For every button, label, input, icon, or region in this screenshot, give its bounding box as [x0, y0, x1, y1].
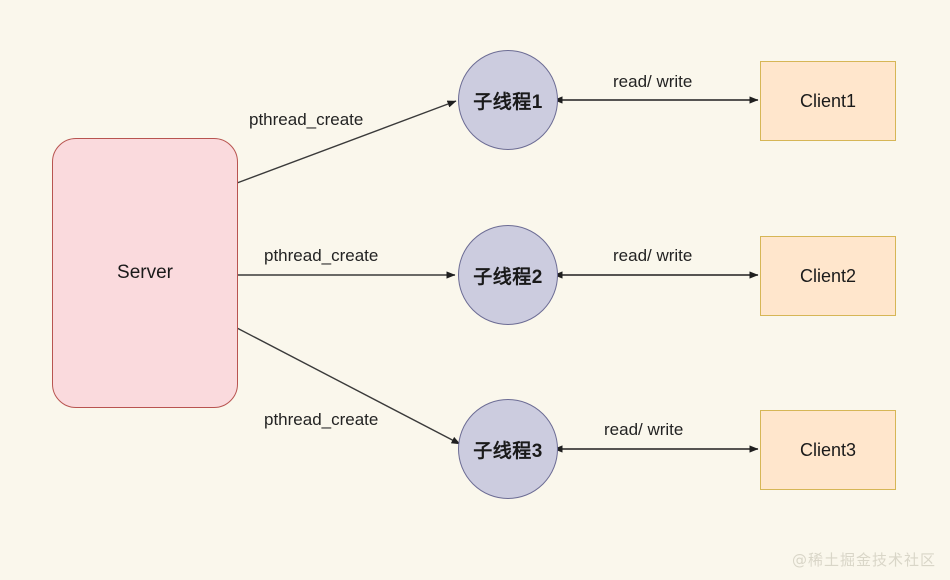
node-thread-3-label: 子线程3 [473, 440, 543, 462]
edge-label-pthread-create-2: pthread_create [264, 246, 379, 265]
node-client-3-label: Client3 [799, 439, 857, 460]
node-thread-1[interactable]: 子线程1 [458, 50, 558, 150]
node-client-1[interactable]: Client1 [760, 61, 896, 141]
node-server-label: Server [117, 262, 173, 283]
edge-label-read-write-3: read/ write [604, 420, 684, 439]
edge-label-pthread-create-3: pthread_create [264, 410, 379, 429]
node-thread-3[interactable]: 子线程3 [458, 399, 558, 499]
watermark: @稀土掘金技术社区 [791, 551, 936, 569]
node-thread-2[interactable]: 子线程2 [458, 225, 558, 325]
edge-label-pthread-create-1: pthread_create [249, 110, 364, 129]
node-client-2-label: Client2 [799, 265, 857, 286]
node-client-3[interactable]: Client3 [760, 410, 896, 490]
node-client-2[interactable]: Client2 [760, 236, 896, 316]
node-thread-1-label: 子线程1 [473, 91, 543, 113]
node-thread-2-label: 子线程2 [473, 266, 543, 288]
node-client-1-label: Client1 [799, 90, 857, 111]
edge-label-read-write-1: read/ write [613, 72, 693, 91]
edge-label-read-write-2: read/ write [613, 246, 693, 265]
node-server[interactable]: Server [52, 138, 238, 408]
